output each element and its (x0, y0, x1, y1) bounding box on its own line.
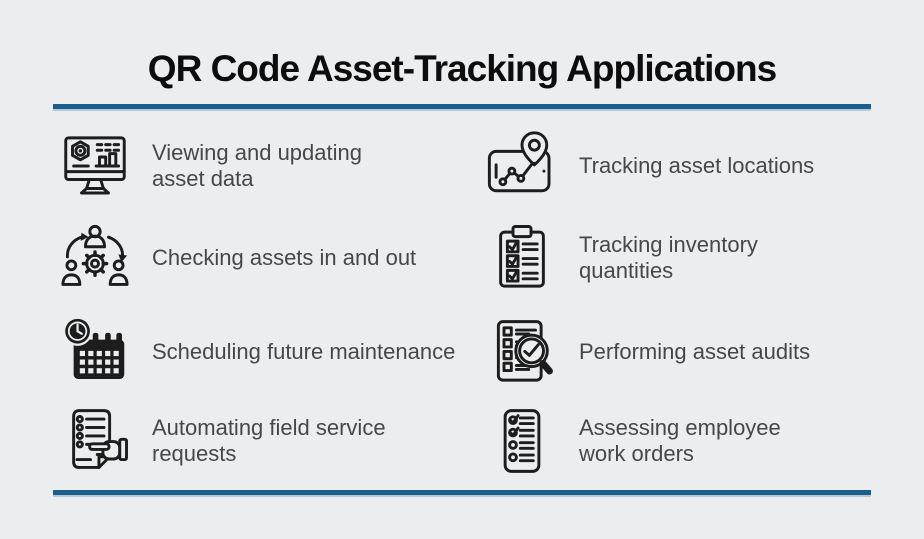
list-item: Automating field service requests (58, 399, 485, 483)
list-item-label: Checking assets in and out (152, 245, 417, 270)
top-divider (53, 104, 871, 111)
list-item: Viewing and updating asset data (58, 121, 485, 211)
checklist-magnifier-icon (485, 315, 559, 389)
list-item: Tracking asset locations (485, 121, 904, 211)
people-gear-icon (58, 221, 132, 295)
list-item-label: Viewing and updating asset data (152, 140, 362, 191)
list-item: Scheduling future maintenance (58, 305, 485, 399)
list-item: Performing asset audits (485, 305, 904, 399)
tablet-location-pin-icon (485, 129, 559, 203)
list-item-label: Scheduling future maintenance (152, 339, 456, 364)
document-hand-icon (58, 404, 132, 478)
applications-grid: Viewing and updating asset data Trac (0, 111, 924, 483)
list-item: Tracking inventory quantities (485, 211, 904, 305)
calendar-clock-icon (58, 315, 132, 389)
page-title: QR Code Asset-Tracking Applications (147, 48, 777, 89)
list-item-label: Tracking inventory quantities (579, 232, 758, 283)
list-item-label: Performing asset audits (579, 339, 811, 364)
monitor-asset-data-icon (58, 129, 132, 203)
bottom-divider (53, 490, 871, 497)
list-item: Checking assets in and out (58, 211, 485, 305)
list-item-label: Automating field service requests (152, 415, 386, 466)
clipboard-checklist-icon (485, 221, 559, 295)
work-order-checklist-icon (485, 404, 559, 478)
list-item: Assessing employee work orders (485, 399, 904, 483)
list-item-label: Assessing employee work orders (579, 415, 781, 466)
list-item-label: Tracking asset locations (579, 153, 815, 178)
